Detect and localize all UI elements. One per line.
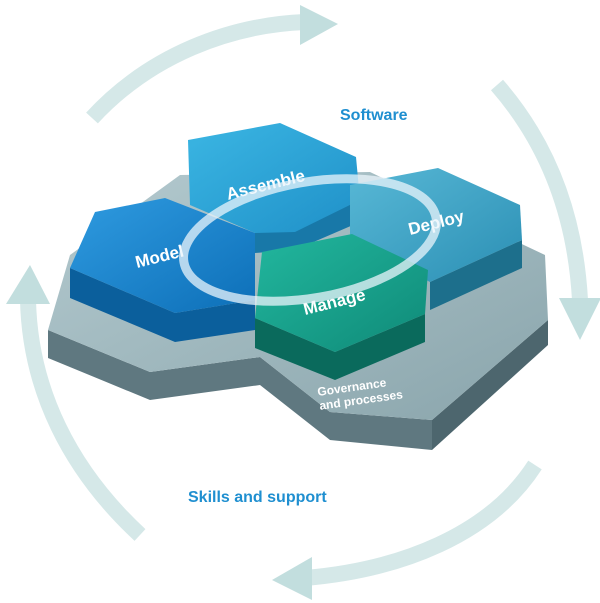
governance-label: Governance and processes: [316, 373, 403, 412]
cycle-arrow-top: [86, 14, 306, 124]
hex-manage-side: [255, 314, 425, 380]
skills-support-label: Skills and support: [188, 489, 327, 506]
hex-model-top: [70, 198, 255, 313]
cycle-arrow-left-head: [6, 265, 50, 304]
cycle-arrow-bottom: [304, 460, 542, 586]
cycle-arrow-left: [20, 299, 146, 541]
hex-model[interactable]: Model: [70, 198, 255, 342]
cycle-arrows: [6, 5, 600, 600]
cycle-arrow-top-head: [300, 5, 338, 45]
hex-assemble-side: [255, 200, 360, 253]
base-platform-side-right: [432, 320, 548, 450]
cycle-arrow-right-head: [559, 298, 600, 340]
hex-model-side: [70, 268, 255, 342]
hex-deploy-side: [430, 240, 522, 310]
base-platform-side: [48, 330, 432, 450]
cycle-arrow-right: [490, 79, 588, 301]
cycle-arrow-bottom-head: [272, 557, 312, 600]
inner-cycle-ring: [179, 174, 441, 306]
software-label: Software: [340, 107, 408, 124]
